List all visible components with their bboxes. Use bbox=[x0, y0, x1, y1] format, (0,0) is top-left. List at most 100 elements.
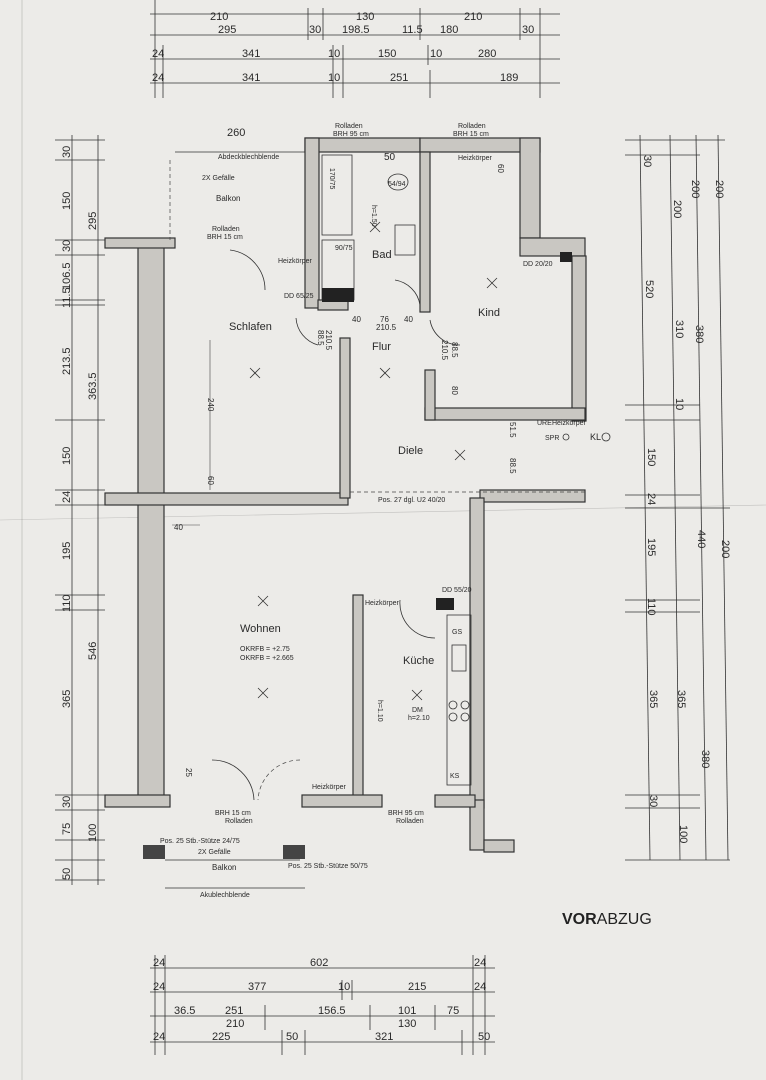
dim-top-210a: 210 bbox=[210, 11, 228, 23]
bottom-dimension-chains: 24 602 24 24 377 10 215 24 36.5 251 156.… bbox=[150, 955, 495, 1055]
column-stuetze-right bbox=[283, 845, 305, 859]
label-kl: KL bbox=[590, 432, 601, 442]
dim-int-2105a: 210.5 bbox=[376, 323, 397, 332]
wall-kitchen-corner bbox=[483, 839, 515, 853]
dim-right-200a: 200 bbox=[671, 200, 683, 218]
dim-int-885b: 88.5 bbox=[450, 342, 459, 358]
label-heizkoerper-schlafen: Heizkörper bbox=[278, 258, 313, 265]
dim-bottom-225: 225 bbox=[212, 1031, 230, 1043]
dim-right-195: 195 bbox=[645, 538, 657, 556]
dim-int-60a: 60 bbox=[206, 476, 215, 485]
dim-bottom-365: 36.5 bbox=[174, 1005, 195, 1017]
dim-bottom-24c: 24 bbox=[153, 981, 165, 993]
hob-ring bbox=[460, 712, 470, 722]
label-toilet-size: 54/94 bbox=[388, 181, 406, 188]
label-akublechblende: Akublechblende bbox=[200, 892, 250, 899]
light-x-wohnen2 bbox=[257, 687, 269, 699]
label-brh15-top: BRH 15 cm bbox=[453, 131, 489, 138]
dim-top-30b: 30 bbox=[522, 24, 534, 36]
dim-bottom-215: 215 bbox=[408, 981, 426, 993]
door-swing-kind bbox=[429, 319, 461, 346]
vorabzug-rest: ABZUG bbox=[597, 911, 652, 928]
door-swing-kueche bbox=[399, 599, 436, 639]
dim-bottom-24d: 24 bbox=[474, 981, 486, 993]
label-okrfb2: OKRFB = +2.665 bbox=[240, 655, 294, 662]
dim-int-50: 50 bbox=[384, 152, 396, 163]
door-swing-balkon bbox=[229, 249, 266, 291]
label-abdeckblende: Abdeckblechblende bbox=[218, 154, 279, 161]
light-markers bbox=[249, 221, 498, 701]
dim-int-40b: 40 bbox=[404, 315, 413, 324]
dim-left-50: 50 bbox=[61, 868, 73, 880]
dim-right-24: 24 bbox=[645, 493, 657, 505]
label-rolladen-bottom2: Rolladen bbox=[396, 818, 424, 825]
dim-left-30b: 30 bbox=[61, 240, 73, 252]
dim-int-240: 240 bbox=[206, 398, 215, 412]
dim-bottom-50b: 50 bbox=[478, 1031, 490, 1043]
wall-kind-bottom bbox=[424, 407, 586, 421]
label-rolladen-left: Rolladen bbox=[212, 226, 240, 233]
label-brh95-bottom: BRH 95 cm bbox=[388, 810, 424, 817]
dim-bottom-10: 10 bbox=[338, 981, 350, 993]
dim-top-295: 295 bbox=[218, 24, 236, 36]
label-heizkoerper-wohnen: Heizkörper bbox=[312, 784, 347, 791]
wall-kind-left-lower bbox=[424, 369, 436, 421]
label-gefaelle-bottom: 2X Gefälle bbox=[198, 849, 231, 856]
label-heizkoerper-kind: Heizkörper bbox=[458, 155, 493, 162]
door-swing-bad bbox=[394, 279, 421, 306]
dim-right-200d: 200 bbox=[719, 540, 731, 558]
label-dm: DM bbox=[412, 707, 423, 714]
label-brh15-bottom: BRH 15 cm bbox=[215, 810, 251, 817]
dim-top-10c: 10 bbox=[328, 72, 340, 84]
shaft-dd5520 bbox=[436, 598, 454, 610]
wall-top-bath bbox=[304, 137, 421, 153]
wall-schlafen-right bbox=[339, 337, 351, 499]
dim-top-115: 11.5 bbox=[402, 24, 423, 36]
dim-top-210b: 210 bbox=[464, 11, 482, 23]
dim-top-10b: 10 bbox=[430, 48, 442, 60]
wall-bottom-left bbox=[104, 794, 171, 808]
bathtub bbox=[321, 154, 353, 236]
dim-bottom-1565: 156.5 bbox=[318, 1005, 346, 1017]
dim-right-380a: 380 bbox=[693, 325, 705, 343]
label-ure: URE bbox=[537, 420, 552, 427]
hob-ring bbox=[448, 700, 458, 710]
dim-right-100: 100 bbox=[677, 825, 689, 843]
dim-int-40a: 40 bbox=[352, 315, 361, 324]
room-flur: Flur bbox=[372, 341, 391, 353]
dim-int-885c: 88.5 bbox=[508, 458, 517, 474]
sink bbox=[451, 644, 467, 672]
room-bad: Bad bbox=[372, 249, 392, 261]
light-x-diele bbox=[454, 449, 466, 461]
dim-int-885a: 88.5 bbox=[316, 330, 325, 346]
dim-top-24b: 24 bbox=[152, 72, 164, 84]
dim-left-115: 11.5 bbox=[61, 287, 73, 308]
label-h210: h=2.10 bbox=[408, 715, 430, 722]
dim-bottom-321: 321 bbox=[375, 1031, 393, 1043]
dim-left-546: 546 bbox=[87, 642, 99, 660]
dim-top-341b: 341 bbox=[242, 72, 260, 84]
shaft-dd2020 bbox=[560, 252, 572, 262]
dim-left-24: 24 bbox=[61, 491, 73, 503]
dim-right-150: 150 bbox=[645, 448, 657, 466]
label-shower-size: 90/75 bbox=[335, 245, 353, 252]
light-x-flur bbox=[379, 367, 391, 379]
dim-left-365: 365 bbox=[61, 690, 73, 708]
dim-left-2135: 213.5 bbox=[61, 347, 73, 375]
room-schlafen: Schlafen bbox=[229, 321, 272, 333]
door-swing-wohnen-left bbox=[211, 759, 255, 801]
wall-left-exterior bbox=[137, 239, 165, 806]
label-h150: h=1.50 bbox=[370, 205, 377, 227]
label-brh15-left: BRH 15 cm bbox=[207, 234, 243, 241]
wall-kind-right bbox=[571, 255, 587, 422]
wall-kind-right-upper bbox=[519, 137, 541, 239]
dim-left-1065: 106.5 bbox=[61, 262, 73, 290]
label-pos25b: Pos. 25 Stb.-Stütze 50/75 bbox=[288, 863, 368, 870]
wall-kitchen-left bbox=[352, 594, 364, 806]
kitchen-counter bbox=[446, 614, 472, 786]
room-kind: Kind bbox=[478, 307, 500, 319]
dim-right-30a: 30 bbox=[641, 155, 653, 167]
wall-kitchen-bottom-right bbox=[469, 799, 485, 851]
label-rolladen-top1: Rolladen bbox=[335, 123, 363, 130]
label-okrfb1: OKRFB = +2.75 bbox=[240, 646, 290, 653]
